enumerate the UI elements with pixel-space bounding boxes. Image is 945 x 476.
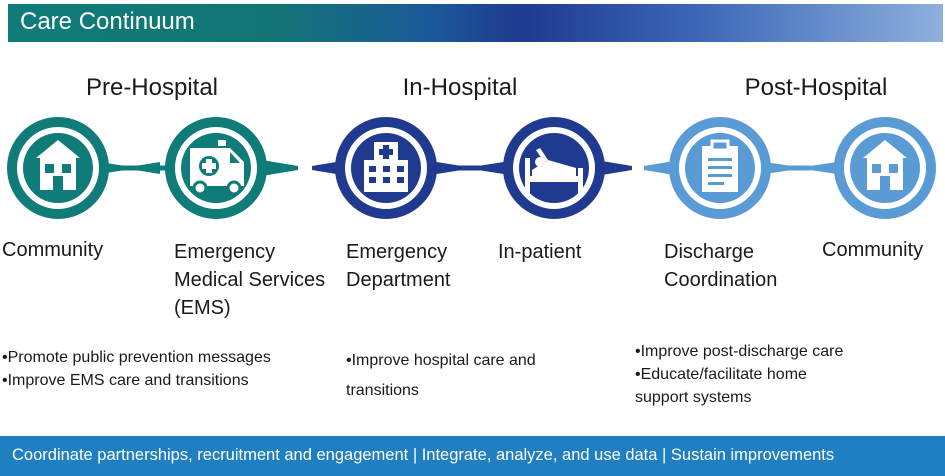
bullet-item: support systems [635, 389, 752, 406]
phase-title-in-hospital: In-Hospital [402, 74, 518, 101]
node-in-patient [503, 117, 605, 219]
bullet-item: transitions [346, 382, 419, 399]
bullet-item: •Improve EMS care and transitions [2, 372, 249, 389]
label-line: Community [822, 239, 924, 261]
label-line: Discharge [664, 241, 755, 263]
footer-text: Coordinate partnerships, recruitment and… [12, 446, 835, 464]
label-line: Coordination [664, 269, 778, 291]
node-label-community-post: Community [822, 236, 923, 264]
label-line: Community [2, 239, 104, 261]
hospital-bed-icon [525, 148, 583, 194]
node-emergency-department [335, 117, 437, 219]
bullet-item: •Improve hospital care and [346, 352, 536, 369]
label-line: In-patient [498, 241, 582, 263]
node-label-emergency-department: Emergency Department [346, 238, 451, 294]
hospital-icon [364, 142, 408, 192]
node-discharge-coordination [669, 117, 771, 219]
label-line: Medical Services [174, 269, 326, 291]
bullet-item: •Improve post-discharge care [635, 343, 844, 360]
label-line: Emergency [174, 241, 276, 263]
label-line: Department [346, 269, 451, 291]
clipboard-icon [702, 139, 738, 192]
node-community-pre [7, 117, 109, 219]
phase-title-pre-hospital: Pre-Hospital [85, 74, 219, 101]
bullet-item: •Promote public prevention messages [2, 349, 271, 366]
node-label-in-patient: In-patient [498, 238, 581, 266]
node-label-discharge-coordination: Discharge Coordination [664, 238, 777, 294]
care-continuum-banner: Care Continuum [8, 4, 943, 42]
label-line: (EMS) [174, 297, 231, 319]
house-icon [36, 140, 80, 190]
house-icon [863, 140, 907, 190]
node-label-community-pre: Community [2, 236, 103, 264]
banner-title: Care Continuum [20, 8, 195, 35]
label-line: Emergency [346, 241, 448, 263]
node-ems [165, 117, 267, 219]
node-label-ems: Emergency Medical Services (EMS) [174, 238, 325, 322]
bullets-pre-hospital: •Promote public prevention messages •Imp… [2, 346, 271, 392]
bullet-item: •Educate/facilitate home [635, 366, 807, 383]
bullets-post-hospital: •Improve post-discharge care •Educate/fa… [635, 340, 843, 409]
ambulance-icon [190, 140, 244, 196]
node-community-post [834, 117, 936, 219]
phase-title-post-hospital: Post-Hospital [744, 74, 888, 101]
footer-banner: Coordinate partnerships, recruitment and… [0, 436, 945, 476]
bullets-in-hospital: •Improve hospital care and transitions [346, 346, 536, 406]
